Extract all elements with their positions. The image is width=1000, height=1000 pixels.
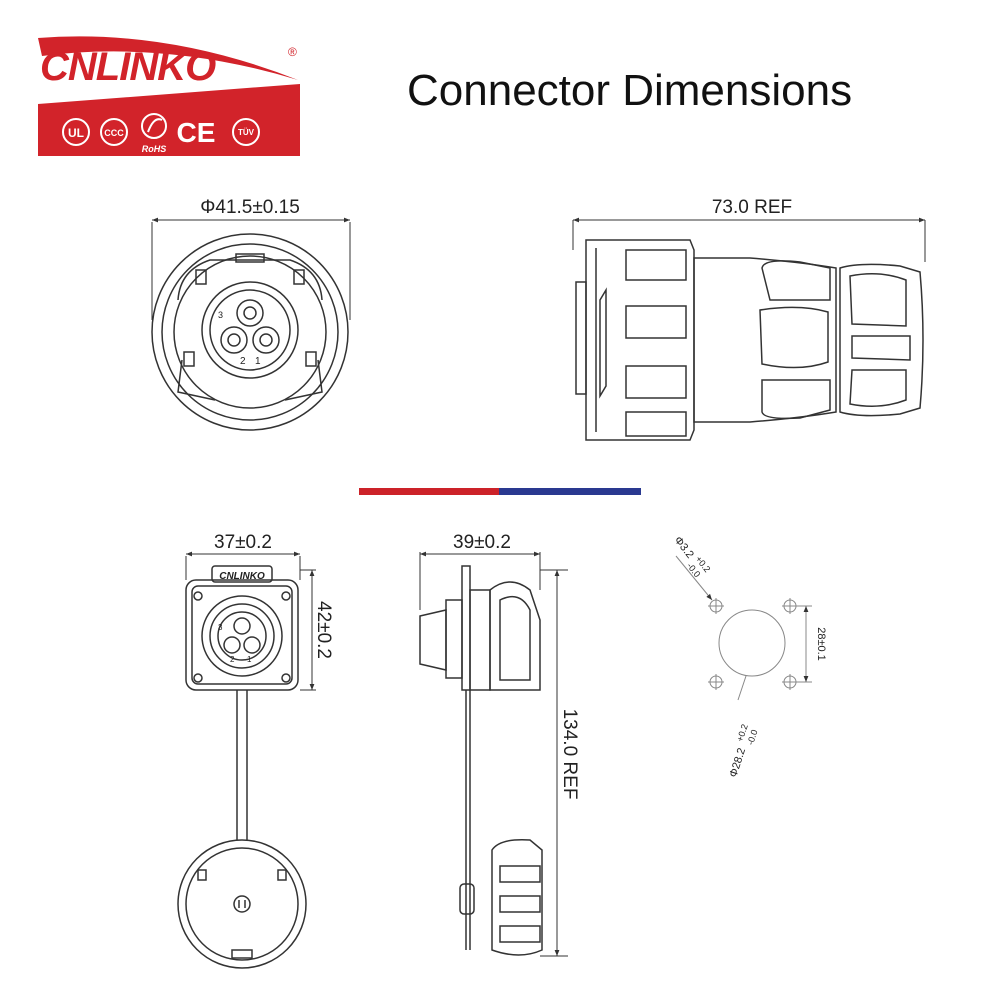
socket-length-label: 134.0 REF [559, 709, 580, 800]
pin-3-label: 3 [218, 310, 223, 320]
socket-side-view [419, 551, 568, 957]
socket-pin-3-label: 3 [218, 623, 223, 632]
socket-pin-2-label: 2 [230, 655, 235, 664]
page-title: Connector Dimensions [407, 66, 853, 115]
cutout-diameter-callout: Φ28.2 +0.2 -0.0 [727, 723, 759, 779]
cert-ccc-icon: CCC [100, 118, 128, 146]
cert-ce-icon: CE [177, 117, 216, 148]
brand-name: CNLINKO [40, 45, 216, 89]
registered-mark: ® [288, 45, 297, 59]
pin-2-label: 2 [240, 356, 246, 367]
socket-front-view [177, 551, 316, 969]
brand-logo: CNLINKO ® UL CCC RoHS CE TÜV [36, 34, 304, 158]
front-diameter-label: Φ41.5±0.15 [200, 197, 300, 218]
cert-tuv-icon: TÜV [232, 118, 260, 146]
side-length-label: 73.0 REF [712, 197, 792, 218]
cert-ul-icon: UL [62, 118, 90, 146]
pin-2 [220, 326, 248, 354]
svg-text:TÜV: TÜV [238, 128, 255, 137]
svg-text:RoHS: RoHS [142, 144, 167, 154]
pin-1 [252, 326, 280, 354]
svg-text:CE: CE [177, 117, 216, 148]
socket-height-label: 42±0.2 [313, 601, 334, 659]
svg-text:Φ28.2: Φ28.2 [727, 747, 748, 779]
socket-width-label: 37±0.2 [214, 532, 272, 553]
socket-logo-text: CNLINKO [219, 571, 265, 582]
svg-text:UL: UL [68, 126, 84, 140]
pin-1-label: 1 [255, 356, 261, 367]
brand-logo-graphic: CNLINKO ® UL CCC RoHS CE TÜV [38, 36, 300, 156]
panel-cutout-circle [718, 609, 786, 677]
socket-depth-label: 39±0.2 [453, 532, 511, 553]
divider-blue [499, 488, 641, 495]
cutout-diameter-leader [737, 675, 747, 701]
pin-3 [236, 299, 264, 327]
hole-diameter-leader [675, 555, 713, 601]
divider-red [359, 488, 499, 495]
svg-text:CCC: CCC [104, 128, 124, 138]
socket-pin-1-label: 1 [247, 655, 252, 664]
svg-text:-0.0: -0.0 [745, 728, 759, 746]
panel-cutout [675, 555, 812, 701]
hole-spacing-label: 28±0.1 [815, 627, 827, 661]
cert-rohs-icon: RoHS [141, 113, 167, 154]
side-view [572, 217, 926, 441]
svg-text:Φ3.2: Φ3.2 [672, 534, 696, 560]
front-view [151, 217, 351, 431]
